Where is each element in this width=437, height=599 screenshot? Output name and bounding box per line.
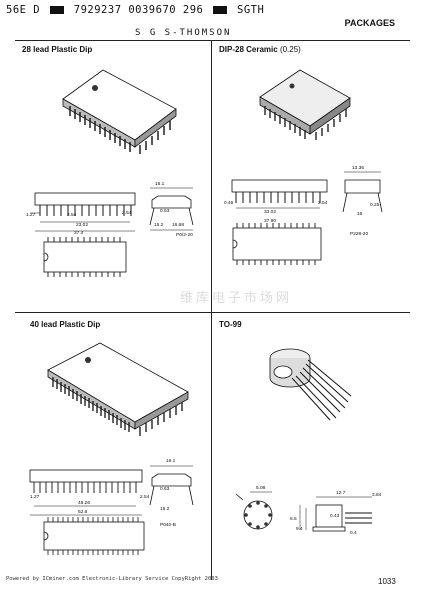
header-document-code: 56E D 7929237 0039670 296 SGTH: [6, 4, 265, 16]
iso-drawing-to99: [269, 348, 352, 421]
dim-label: 15.2: [154, 222, 164, 228]
pin-view-to99: [235, 491, 273, 530]
dim-label: 52.6: [78, 509, 88, 515]
manufacturer-line: S G S-THOMSON: [135, 28, 232, 38]
barcode-block: [213, 6, 228, 14]
dim-label: 15.2: [160, 506, 170, 512]
dim-label: 0.4: [350, 530, 357, 536]
top-view-dip28-ceramic: [232, 223, 322, 265]
dim-label: 16.68: [172, 222, 184, 228]
top-rule: [15, 40, 410, 41]
section-heading: PACKAGES: [344, 18, 395, 28]
barcode-block: [49, 6, 64, 14]
dim-label: P0/2-20: [176, 232, 193, 238]
package-title-dip28-ceramic: DIP-28 Ceramic (0.25): [219, 45, 301, 54]
dim-label: 3.84: [372, 492, 382, 498]
end-view-dip28-ceramic: [342, 171, 383, 213]
package-title-to99: TO-99: [219, 320, 242, 329]
top-view-28-plastic: [43, 237, 127, 277]
side-view-dip28-ceramic: [231, 179, 328, 209]
dim-label: 0.43: [330, 513, 340, 519]
side-view-28-plastic: [30, 192, 136, 232]
iso-drawing-40-plastic: [47, 342, 189, 436]
dim-label: 5.08: [256, 485, 266, 491]
dim-label: 37.90: [264, 218, 276, 224]
dim-label: 0.63: [160, 486, 170, 492]
end-view-28-plastic: [149, 187, 194, 231]
dim-label: 9.4: [296, 526, 303, 532]
dim-label: P228-20: [350, 231, 368, 237]
top-view-40-plastic: [43, 517, 145, 555]
package-title-28-plastic: 28 lead Plastic Dip: [22, 45, 93, 54]
side-view-to99: [299, 496, 372, 532]
footer-credit: Powered by ICminer.com Electronic-Librar…: [6, 576, 218, 582]
dim-label: 2.54: [67, 212, 77, 218]
dim-label: 16: [357, 211, 363, 217]
dim-label: 1.27: [30, 494, 40, 500]
dim-label: 8.5: [290, 516, 297, 522]
dim-label: 0.63: [160, 208, 170, 214]
dim-label: 0.46: [224, 200, 234, 206]
dim-label: 16.1: [155, 181, 165, 187]
page-number: 1033: [378, 577, 396, 586]
dim-label: 33.02: [264, 209, 276, 215]
package-title-40-plastic: 40 lead Plastic Dip: [30, 320, 101, 329]
dim-label: 2.54: [140, 494, 150, 500]
iso-drawing-dip28-ceramic: [259, 69, 351, 140]
dim-label: 12.7: [336, 490, 346, 496]
dim-label: P040-B: [160, 522, 176, 528]
dim-label: 0.25: [370, 202, 380, 208]
end-view-40-plastic: [149, 465, 194, 506]
dim-label: 2.54: [122, 210, 132, 216]
dim-label: 1.27: [26, 212, 36, 218]
dim-label: 13.36: [352, 165, 364, 171]
dim-label: 48.26: [78, 500, 90, 506]
dim-label: 2.54: [318, 200, 328, 206]
side-view-40-plastic: [29, 469, 143, 516]
dim-label: 23.02: [76, 222, 88, 228]
dim-label: 16.1: [166, 458, 176, 464]
dim-label: 37.4: [74, 230, 84, 236]
column-divider: [211, 40, 212, 580]
iso-drawing-28-plastic: [62, 69, 177, 154]
watermark-text: 维库电子市场网: [180, 291, 293, 306]
middle-rule: [15, 312, 410, 313]
